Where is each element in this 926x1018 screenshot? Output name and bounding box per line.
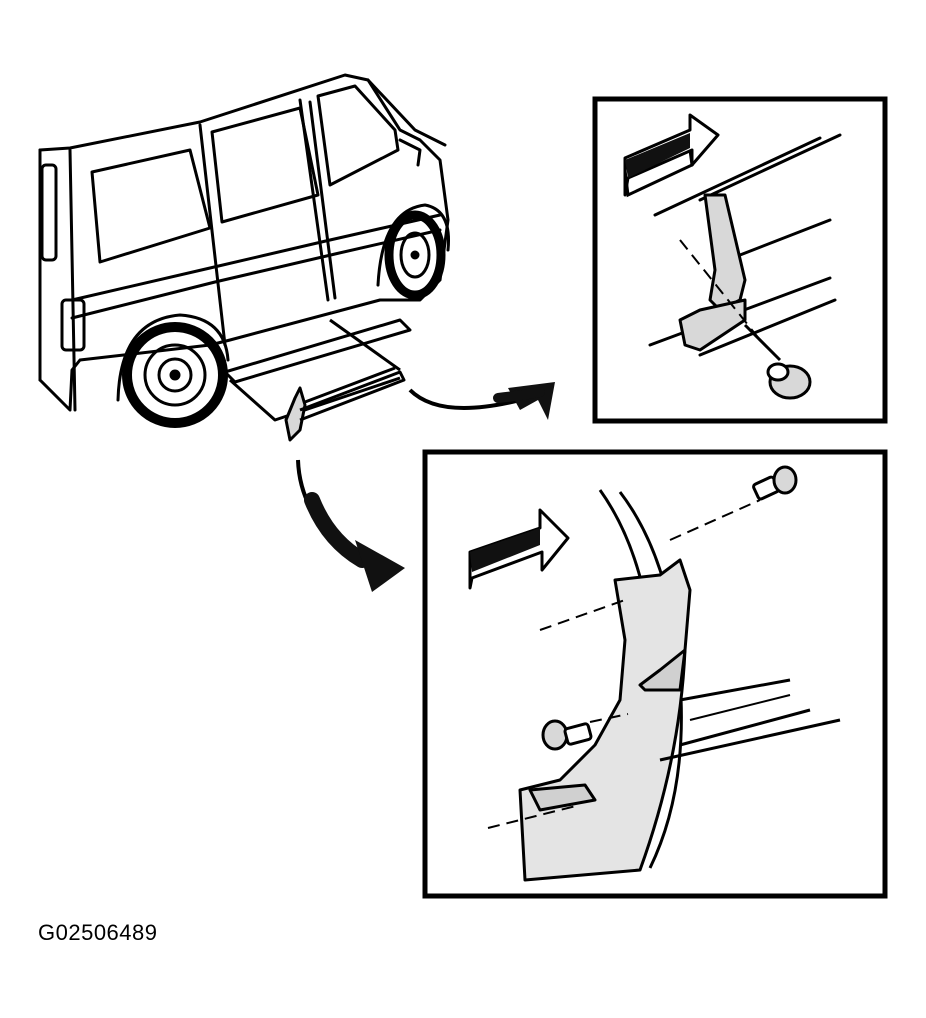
forward-arrow-icon xyxy=(468,508,570,590)
bolt-icon xyxy=(752,465,798,501)
rear-wheel xyxy=(122,322,228,428)
forward-arrow-icon xyxy=(623,113,720,198)
wheel-flare-molding xyxy=(518,489,841,882)
figure-id-label: G02506489 xyxy=(38,920,158,945)
detail-box-lower xyxy=(422,449,888,899)
bolt-icon xyxy=(541,719,593,751)
curved-arrow-icon xyxy=(296,459,405,592)
running-board-part xyxy=(223,318,412,442)
front-wheel xyxy=(384,210,446,300)
detail-box-upper xyxy=(592,96,888,424)
van-illustration xyxy=(38,73,451,412)
push-pin-clip-icon xyxy=(743,323,812,400)
curved-arrow-icon xyxy=(408,382,555,420)
